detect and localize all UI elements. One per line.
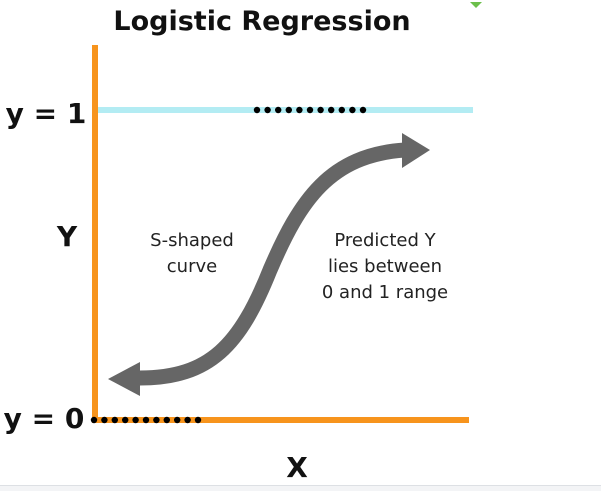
right-annotation-line-1: Predicted Y bbox=[334, 230, 436, 251]
y-equals-0-label: y = 0 bbox=[4, 402, 85, 435]
x-axis-label: X bbox=[286, 451, 308, 484]
data-dot bbox=[184, 416, 191, 424]
diagram-title: Logistic Regression bbox=[113, 6, 410, 37]
left-annotation-line-2: curve bbox=[167, 256, 217, 277]
right-annotation-line-3: 0 and 1 range bbox=[322, 282, 448, 303]
data-dot bbox=[122, 416, 129, 424]
data-dot bbox=[328, 106, 335, 114]
data-dot bbox=[338, 106, 345, 114]
data-dot bbox=[153, 416, 160, 424]
data-dot bbox=[264, 106, 271, 114]
data-dot bbox=[101, 416, 108, 424]
data-dot bbox=[253, 106, 261, 114]
arrow-head-left-icon bbox=[108, 362, 140, 396]
data-dot bbox=[174, 416, 181, 424]
dots-bottom bbox=[90, 416, 202, 424]
data-dot bbox=[317, 106, 324, 114]
y-equals-1-label: y = 1 bbox=[6, 97, 87, 130]
s-curve bbox=[139, 142, 406, 386]
data-dot bbox=[285, 106, 292, 114]
data-dot bbox=[142, 416, 150, 424]
data-dot bbox=[296, 106, 303, 114]
left-annotation-line-1: S-shaped bbox=[150, 230, 234, 251]
data-dot bbox=[306, 106, 314, 114]
y-axis-label: Y bbox=[56, 220, 78, 253]
data-dot bbox=[194, 416, 202, 424]
data-dot bbox=[90, 416, 98, 424]
bottom-divider bbox=[0, 485, 601, 491]
data-dot bbox=[111, 416, 119, 424]
right-annotation-line-2: lies between bbox=[328, 256, 442, 277]
arrow-head-right-icon bbox=[402, 133, 430, 168]
data-dot bbox=[275, 106, 282, 114]
corner-marker-icon bbox=[470, 2, 482, 8]
data-dot bbox=[359, 106, 367, 114]
data-dot bbox=[349, 106, 356, 114]
data-dot bbox=[132, 416, 139, 424]
data-dot bbox=[163, 416, 170, 424]
dots-top bbox=[253, 106, 367, 114]
